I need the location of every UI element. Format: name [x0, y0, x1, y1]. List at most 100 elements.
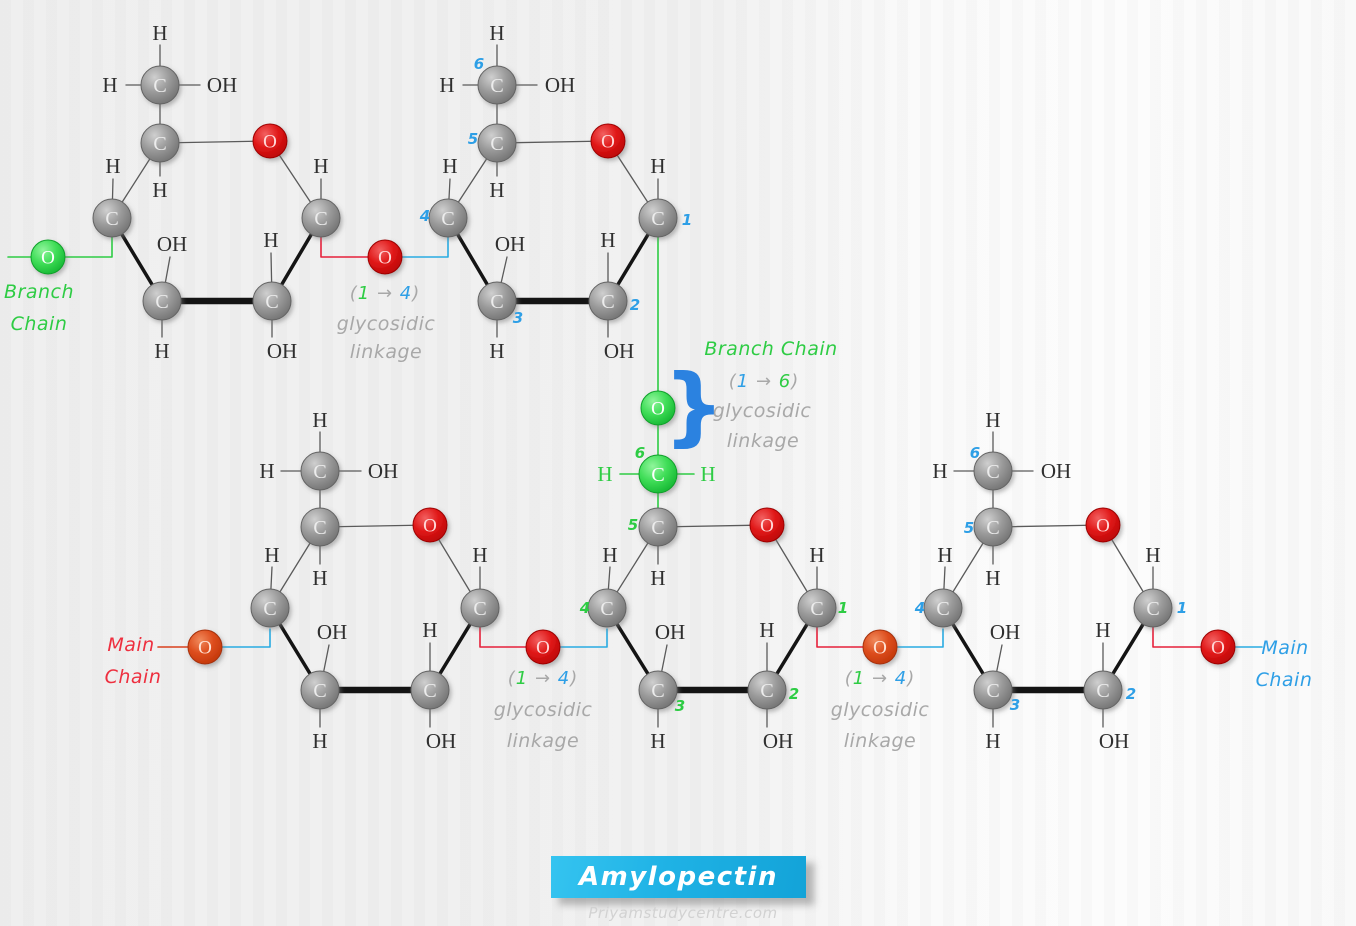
atom-label: OH — [545, 73, 575, 97]
atom-symbol: O — [536, 638, 550, 659]
atom-ringE-C4: C — [923, 588, 963, 628]
carbon-number: 4 — [419, 207, 430, 225]
atom-ringC-C5: C — [300, 507, 340, 547]
atom-ringD-C2: C — [747, 670, 787, 710]
diagram-title: Amylopectin — [579, 862, 778, 892]
chain-label: Branch — [4, 281, 74, 303]
atom-label: H — [600, 228, 615, 252]
atom-label: H — [489, 178, 504, 202]
atom-ringA-C4: C — [92, 198, 132, 238]
chain-label: Main — [1261, 637, 1308, 659]
atom-symbol: C — [105, 208, 118, 230]
atom-label: H — [264, 543, 279, 567]
atom-label: H — [489, 21, 504, 45]
atom-symbol: C — [490, 133, 503, 155]
atom-ringA-C5: C — [140, 123, 180, 163]
atom-ringB-C5: C — [477, 123, 517, 163]
carbon-number: 1 — [682, 211, 692, 229]
atom-label: OH — [495, 232, 525, 256]
carbon-number: 4 — [579, 599, 590, 617]
atom-symbol: C — [314, 208, 327, 230]
atom-symbol: C — [986, 461, 999, 483]
atom-label: OH — [317, 620, 347, 644]
atom-ringD-C4: C — [587, 588, 627, 628]
linkage-1-4-bottom-left: (1 → 4) — [508, 668, 579, 689]
linkage-bond — [384, 231, 449, 258]
atom-label: H — [1145, 543, 1160, 567]
atom-ringB-C1: C — [638, 198, 678, 238]
atom-symbol: O — [601, 132, 615, 153]
chain-label: Branch Chain — [704, 338, 837, 360]
chain-label: glycosidic — [494, 699, 593, 721]
atom-symbol: O — [1096, 516, 1110, 537]
atom-label: H — [154, 339, 169, 363]
atom-symbol: C — [155, 291, 168, 313]
chain-label: linkage — [844, 730, 917, 752]
atom-symbol: C — [651, 517, 664, 539]
atom-label: H — [1095, 618, 1110, 642]
atom-symbol: C — [1146, 598, 1159, 620]
atom-label: OH — [426, 729, 456, 753]
atom-symbol: O — [378, 248, 392, 269]
atom-ringE-C5: C — [973, 507, 1013, 547]
carbon-number: 2 — [789, 685, 799, 703]
atom-ringC-C4: C — [250, 588, 290, 628]
atom-symbol: C — [313, 680, 326, 702]
carbon-number: 5 — [964, 519, 974, 537]
linkage-bond — [879, 628, 944, 648]
atom-symbol: C — [760, 680, 773, 702]
linkage-bond — [479, 621, 544, 648]
atom-main-chain-O-right: O — [1200, 629, 1236, 665]
atom-glycosidic-O-1-4-bottom-right: O — [862, 629, 898, 665]
chain-label: Chain — [1256, 669, 1313, 691]
carbon-number: 6 — [970, 444, 980, 462]
linkage-bond — [204, 628, 271, 648]
atom-branch-C6: C — [638, 454, 678, 494]
atom-symbol: C — [423, 680, 436, 702]
atom-label: OH — [267, 339, 297, 363]
chain-label: Chain — [105, 666, 162, 688]
atom-label: H — [439, 73, 454, 97]
atom-symbol: C — [313, 461, 326, 483]
linkage-1-6: (1 → 6) — [729, 371, 800, 392]
atom-ringE-C3: C — [973, 670, 1013, 710]
carbon-number: 1 — [838, 599, 848, 617]
atom-symbol: O — [1211, 638, 1225, 659]
atom-label: H — [263, 228, 278, 252]
carbon-number: 2 — [630, 296, 640, 314]
atom-label: H — [489, 339, 504, 363]
atom-label: H — [985, 566, 1000, 590]
atom-label: H — [102, 73, 117, 97]
atom-symbol: O — [651, 399, 665, 420]
atom-label: H — [650, 566, 665, 590]
atom-ringA-C3: C — [142, 281, 182, 321]
atom-label: H — [700, 462, 715, 486]
atom-label: H — [312, 566, 327, 590]
chain-label: glycosidic — [713, 400, 812, 422]
atom-label: H — [312, 729, 327, 753]
atom-ringC-C3: C — [300, 670, 340, 710]
atom-symbol: O — [423, 516, 437, 537]
atom-label: H — [985, 408, 1000, 432]
atom-label: H — [937, 543, 952, 567]
atom-label: OH — [655, 620, 685, 644]
atom-symbol: O — [198, 638, 212, 659]
chain-label: linkage — [350, 341, 423, 363]
carbon-number: 5 — [468, 130, 478, 148]
atom-label: H — [152, 178, 167, 202]
atom-symbol: C — [601, 291, 614, 313]
atom-symbol: C — [936, 598, 949, 620]
atom-ringD-C3: C — [638, 670, 678, 710]
atom-label: H — [313, 154, 328, 178]
carbon-number: 3 — [675, 697, 685, 715]
atom-label: H — [809, 543, 824, 567]
atom-branch-chain-O-left: O — [30, 239, 66, 275]
atom-label: H — [312, 408, 327, 432]
atom-symbol: C — [986, 680, 999, 702]
atom-symbol: C — [441, 208, 454, 230]
atom-symbol: O — [263, 132, 277, 153]
atom-symbol: C — [651, 208, 664, 230]
linkage-1-4-bottom-right: (1 → 4) — [845, 668, 916, 689]
atom-ringB-C2: C — [588, 281, 628, 321]
atom-ringB-C3: C — [477, 281, 517, 321]
